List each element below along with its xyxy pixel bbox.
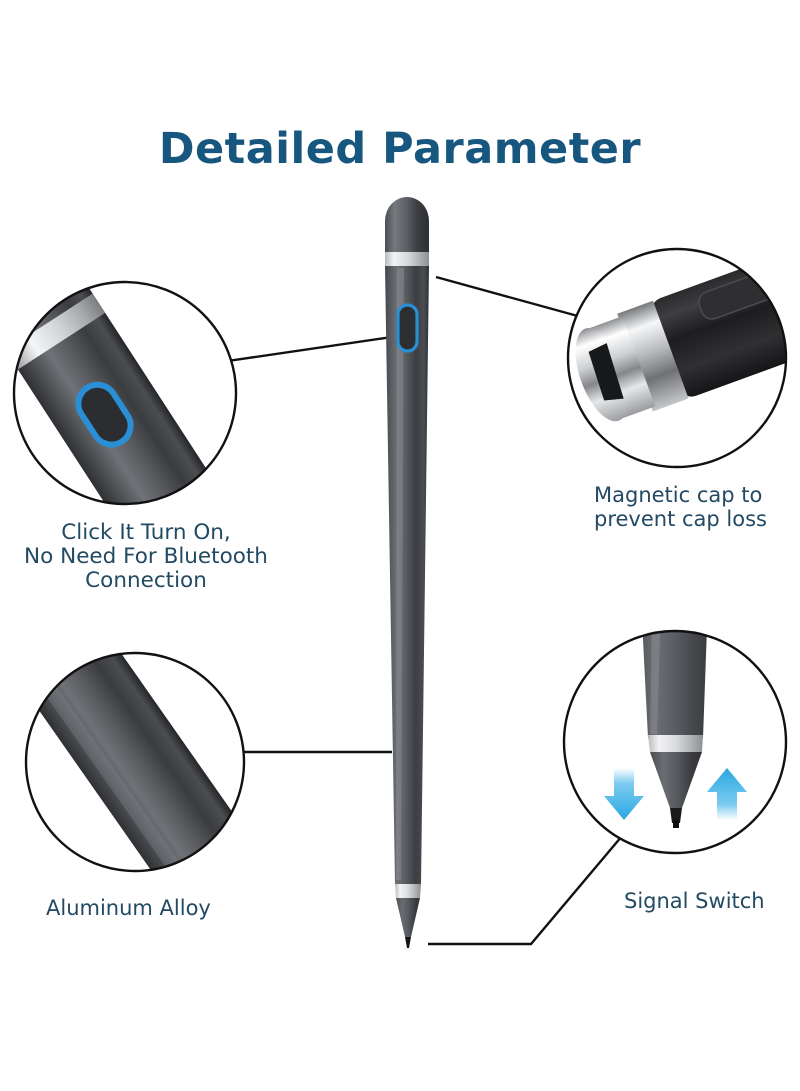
zoom-tip-cone — [650, 752, 702, 808]
leader-lines — [213, 275, 623, 946]
callout-ring-alloy — [24, 651, 246, 873]
callout-ring-cap — [566, 247, 788, 469]
callout-label-switch: Signal Switch — [624, 889, 765, 913]
zoom-barrel-ring-button — [14, 293, 106, 370]
zoom-tip-ring — [648, 735, 703, 752]
signal-down-arrow-icon — [604, 768, 644, 820]
zoom-tip-nib — [670, 808, 682, 823]
callout-circle-alloy — [24, 651, 246, 873]
pen-barrel — [385, 266, 429, 884]
callout-label-cap: Magnetic cap to prevent cap loss — [594, 483, 767, 531]
pen-tip-cone — [396, 898, 420, 937]
zoom-tip-nib-point — [673, 820, 679, 828]
callout-circle-switch — [562, 629, 788, 855]
pen-barrel-highlight — [396, 268, 404, 880]
callout-label-button: Click It Turn On, No Need For Bluetooth … — [24, 520, 268, 594]
zoom-barrel-alloy — [26, 653, 244, 871]
pen-tip-ring — [395, 884, 421, 898]
callout-circle-button — [12, 280, 238, 506]
zoom-tip-body-highlight — [650, 631, 661, 734]
callout-label-alloy: Aluminum Alloy — [46, 896, 211, 920]
callout-ring-button — [12, 280, 238, 506]
callout-ring-switch — [562, 629, 788, 855]
zoom-tip-body — [641, 631, 708, 738]
pen-cap-dome — [385, 197, 429, 262]
zoom-button-pill — [75, 381, 134, 448]
leader-line-switch — [428, 835, 623, 946]
leader-line-cap — [435, 275, 586, 320]
main-stylus-pen — [385, 197, 429, 948]
signal-up-arrow-icon — [707, 768, 747, 820]
zoom-cap-opening — [588, 343, 624, 401]
page-title: Detailed Parameter — [158, 124, 642, 174]
zoom-barrel-alloy-highlight — [26, 657, 203, 871]
pen-nib — [405, 937, 411, 948]
callout-circle-cap — [566, 247, 788, 469]
pen-top-ring — [385, 252, 429, 267]
pen-power-button — [396, 303, 419, 353]
zoom-cap-barrel — [651, 249, 786, 397]
leader-line-button — [213, 335, 393, 365]
zoom-cap-chrome-band-inner — [617, 300, 689, 412]
